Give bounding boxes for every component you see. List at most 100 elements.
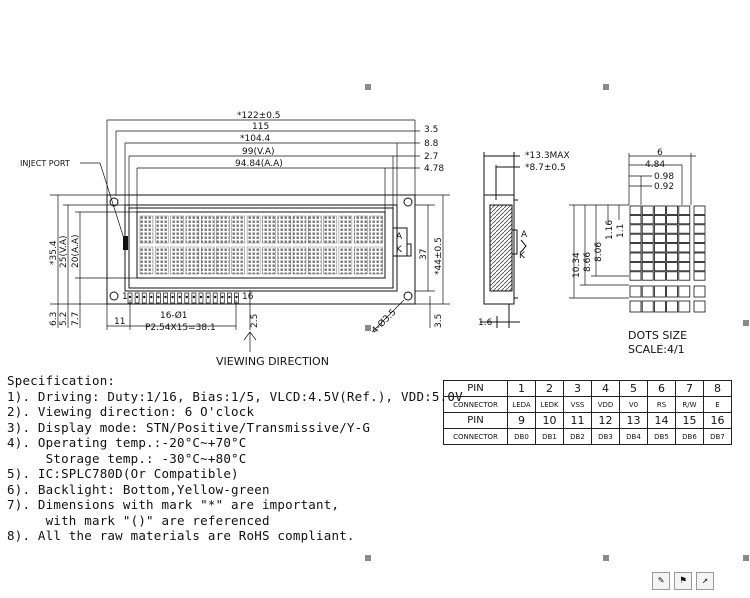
dot-cell (629, 214, 642, 225)
dim-3-5-bottom: 3.5 (434, 314, 444, 328)
dot-cell (666, 233, 678, 243)
dot-detail (629, 205, 706, 313)
pin-cell: 14 (647, 412, 676, 429)
dot-cell (678, 205, 691, 215)
registration-mark (365, 84, 371, 90)
character-cell (200, 246, 215, 275)
registration-mark (743, 555, 749, 561)
pin-cell: 6 (647, 380, 676, 397)
pin-cell: 7 (675, 380, 704, 397)
dim-8-8: 8.8 (424, 139, 439, 149)
dot-cell (641, 224, 654, 234)
dim-104: *104.4 (240, 134, 271, 144)
connector-cell: VDD (591, 396, 620, 413)
dot-cell (629, 261, 642, 272)
next-char-dot-cell (693, 243, 706, 253)
dot-cell (666, 214, 678, 225)
pin-cell: 4 (591, 380, 620, 397)
pin-hole (214, 295, 217, 299)
dim-6-3: 6.3 (49, 312, 59, 326)
connector-cell: DB0 (507, 428, 536, 445)
dim-2-7: 2.7 (424, 152, 438, 162)
dim-1-1: 1.1 (616, 224, 626, 238)
pin-cell: 11 (563, 412, 592, 429)
specification: Specification: 1). Driving: Duty:1/16, B… (7, 373, 463, 544)
character-cell (170, 215, 184, 244)
pin-16-label: 16 (242, 292, 254, 302)
edit-icon[interactable]: ✎ (652, 572, 670, 590)
pin-hole (206, 295, 210, 299)
dim-11: 11 (114, 317, 125, 327)
dot-cell (641, 205, 654, 215)
pin-cell: 9 (507, 412, 536, 429)
pin-cell: 8 (703, 380, 732, 397)
dot-cell (629, 252, 642, 262)
dot-cell (654, 224, 666, 234)
dot-cell (666, 224, 678, 234)
character-cell (139, 215, 154, 244)
dot-cell (666, 261, 678, 272)
connector-cell: E (703, 396, 732, 413)
connector-row-2: CONNECTOR DB0 DB1 DB2 DB3 DB4 DB5 DB6 DB… (443, 428, 732, 445)
dots-size-label: DOTS SIZE SCALE:4/1 (628, 329, 687, 357)
dim-6: 6 (657, 148, 663, 158)
connector-cell: DB3 (591, 428, 620, 445)
character-cell (262, 215, 276, 244)
pin-cell: 13 (619, 412, 648, 429)
dim-5-2: 5.2 (59, 312, 69, 326)
resize-icon[interactable]: ↗ (696, 572, 714, 590)
dot-cell (629, 243, 642, 253)
inject-port-label: INJECT PORT (20, 159, 70, 168)
led-a-label: A (396, 232, 403, 242)
dot-cell (678, 252, 691, 262)
dim-mount-hole: 4-Ø3.5 (369, 307, 398, 336)
dots-scale-text: SCALE:4/1 (628, 343, 685, 356)
viewing-direction-label: VIEWING DIRECTION (216, 355, 329, 368)
dot-cell (678, 233, 691, 243)
led-k-label: K (396, 245, 403, 255)
pin-hole (171, 295, 174, 299)
dot-cell (641, 233, 654, 243)
character-cell (338, 246, 353, 275)
character-cell (231, 215, 246, 244)
connector-cell: DB7 (703, 428, 732, 445)
dot-cell (629, 271, 642, 281)
pin-hole (128, 295, 132, 299)
dim-99: 99(V.A) (242, 147, 275, 157)
bookmark-icon[interactable]: ⚑ (674, 572, 692, 590)
next-char-dot-cell (693, 233, 706, 243)
character-cell (185, 215, 200, 244)
spec-line: 6). Backlight: Bottom,Yellow-green (7, 481, 270, 497)
registration-mark (365, 555, 371, 561)
dot-cell (641, 252, 654, 262)
dim-7-7: 7.7 (71, 312, 81, 326)
dot-cell (654, 243, 666, 253)
pin-cell: 10 (535, 412, 564, 429)
dim-4-84: 4.84 (645, 160, 665, 170)
dim-44: *44±0.5 (434, 237, 444, 275)
pin-hole (199, 295, 203, 299)
character-cell (170, 246, 184, 275)
character-cell (292, 246, 307, 275)
pin-hole (150, 295, 153, 299)
dot-cell (629, 224, 642, 234)
next-char-dot-cell (693, 224, 706, 234)
character-matrix (139, 215, 383, 275)
next-char-dot-cell (693, 261, 706, 272)
connector-cell: V0 (619, 396, 648, 413)
next-char-dot-cell (693, 214, 706, 225)
cursor-dot-cell (654, 285, 666, 298)
dot-cell (678, 261, 691, 272)
dim-25: 25(V.A) (59, 236, 69, 269)
character-cell (231, 246, 246, 275)
character-cell (308, 246, 322, 275)
pin-hole (192, 295, 196, 299)
dot-cell (629, 233, 642, 243)
pin-cell: 16 (703, 412, 732, 429)
pin-cell: 3 (563, 380, 592, 397)
dim-20: 20(A.A) (71, 235, 81, 269)
connector-cell: DB5 (647, 428, 676, 445)
dim-0-98: 0.98 (654, 172, 674, 182)
dot-cell (654, 205, 666, 215)
spec-line: 8). All the raw materials are RoHS compl… (7, 528, 355, 543)
